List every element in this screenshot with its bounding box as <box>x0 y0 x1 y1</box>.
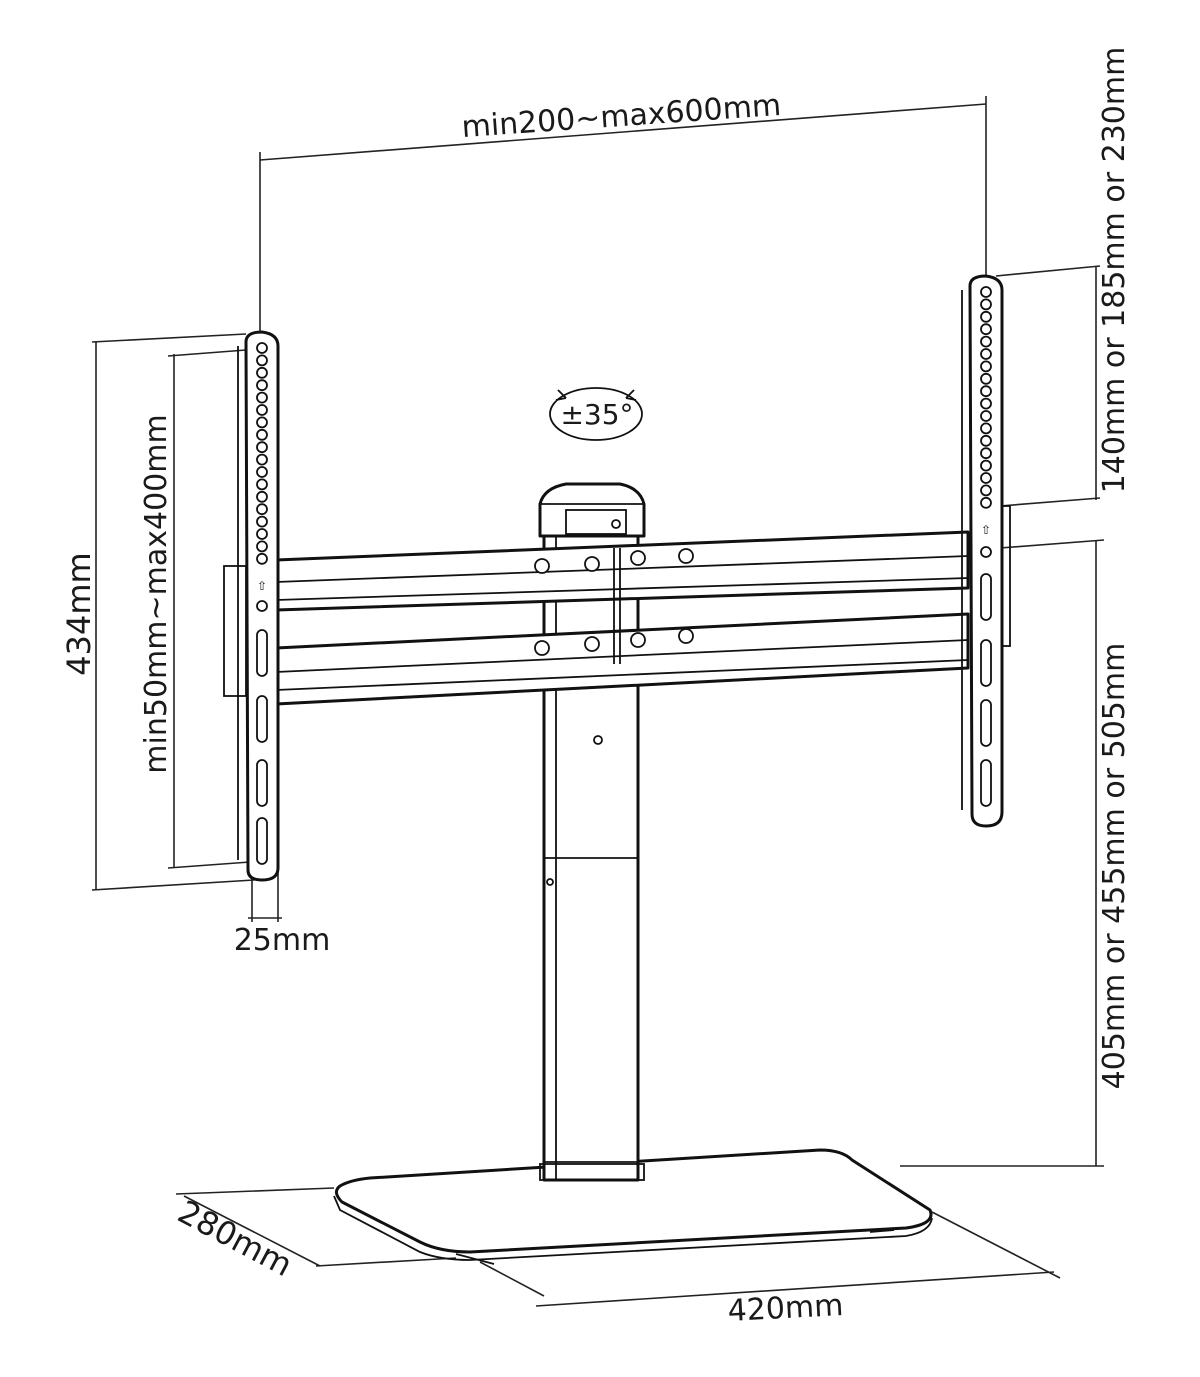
mounting-hole <box>256 490 268 503</box>
mounting-hole <box>980 323 992 336</box>
mounting-hole <box>980 372 992 385</box>
base-depth-label: 280mm <box>172 1193 299 1284</box>
column-height-label: 405mm or 455mm or 505mm <box>1097 643 1132 1090</box>
side-height-label: 140mm or 185mm or 230mm <box>1097 47 1132 494</box>
mounting-hole <box>256 354 268 367</box>
left-mounting-arm: ⇧ <box>223 330 280 882</box>
mounting-hole <box>256 453 268 466</box>
mounting-hole <box>256 441 268 454</box>
mounting-hole <box>980 385 992 398</box>
mounting-hole <box>980 397 992 410</box>
mounting-hole <box>980 472 992 484</box>
mounting-hole <box>256 552 268 565</box>
stand-base <box>333 1148 933 1265</box>
mounting-hole <box>980 422 992 435</box>
mounting-hole <box>980 348 992 360</box>
up-arrow-icon: ⇧ <box>981 523 991 537</box>
mounting-hole <box>256 342 268 354</box>
base-width-label: 420mm <box>727 1288 844 1329</box>
mounting-hole <box>256 416 268 429</box>
mounting-hole <box>256 540 268 553</box>
mounting-hole <box>256 528 268 540</box>
mounting-hole <box>980 286 992 298</box>
mounting-hole <box>256 428 268 441</box>
mounting-hole <box>980 298 992 311</box>
dimension-labels: min200~max600mm 140mm or 185mm or 230mm … <box>60 47 1132 1329</box>
mounting-hole <box>980 459 992 472</box>
stand-column <box>538 482 646 1182</box>
rotation-badge <box>549 387 643 441</box>
right-arm-holes <box>980 286 992 509</box>
mounting-hole <box>256 366 268 379</box>
right-mounting-arm: ⇧ <box>961 274 1011 828</box>
mounting-hole <box>256 503 268 516</box>
width-range-label: min200~max600mm <box>460 88 782 145</box>
mounting-hole <box>980 496 992 509</box>
mounting-hole <box>256 478 268 491</box>
mounting-hole <box>256 515 268 528</box>
overall-height-label: 434mm <box>60 552 98 675</box>
arm-depth-label: 25mm <box>234 923 331 958</box>
mounting-hole <box>256 379 268 392</box>
mounting-hole <box>256 391 268 404</box>
cross-bars <box>274 530 970 706</box>
rotation-label: ±35° <box>560 398 633 431</box>
mounting-hole <box>256 404 268 416</box>
mounting-hole <box>980 484 992 497</box>
bar-screws <box>534 548 694 656</box>
mounting-hole <box>980 310 992 323</box>
dimension-lines <box>91 96 1105 1307</box>
mounting-hole <box>980 447 992 460</box>
mounting-hole <box>980 434 992 447</box>
mounting-hole <box>980 360 992 373</box>
up-arrow-icon: ⇧ <box>257 579 267 593</box>
left-arm-holes <box>256 342 268 565</box>
mounting-hole <box>256 466 268 478</box>
mounting-hole <box>980 335 992 348</box>
vertical-range-label: min50mm~max400mm <box>139 414 174 773</box>
mounting-hole <box>980 410 992 422</box>
